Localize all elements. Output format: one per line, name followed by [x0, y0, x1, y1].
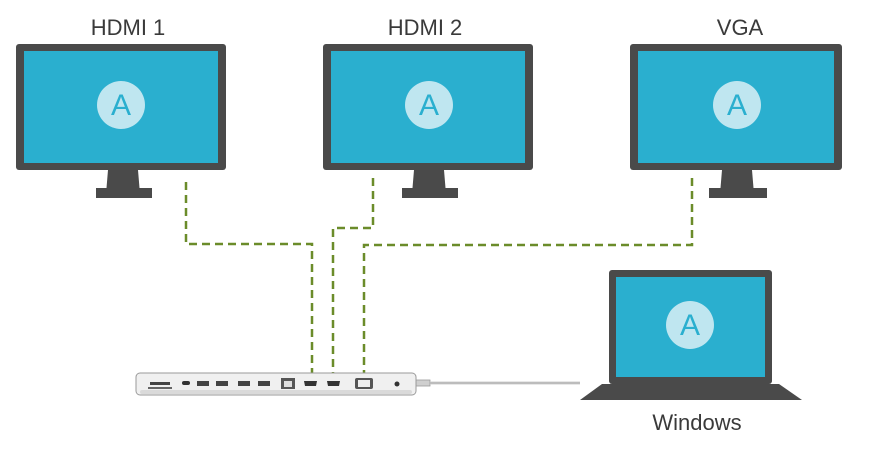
screen-badge-icon [405, 81, 453, 129]
usb-port-icon [197, 381, 209, 386]
monitor-hdmi2: A [323, 44, 533, 198]
badge-letter: A [419, 89, 439, 122]
monitor-label-hdmi1: HDMI 1 [90, 15, 166, 40]
cable-hdmi2 [331, 178, 375, 373]
card-slot-icon [150, 382, 170, 385]
monitor-vga: A [630, 44, 842, 198]
hdmi-port-icon [327, 381, 340, 386]
monitor-label-hdmi2: HDMI 2 [387, 15, 463, 40]
laptop-base [580, 384, 802, 400]
badge-letter: A [680, 309, 700, 342]
monitor-base [96, 188, 152, 198]
screen-badge-icon [97, 81, 145, 129]
hdmi-port-icon [304, 381, 317, 386]
monitor-base [709, 188, 767, 198]
screen-badge-icon [713, 81, 761, 129]
laptop-label-windows: Windows [652, 410, 742, 435]
monitor-label-vga: VGA [716, 15, 764, 40]
cables [184, 178, 694, 373]
screen-badge-icon [666, 301, 714, 349]
docking-station [135, 372, 417, 396]
usb-c-port-icon [182, 381, 190, 385]
cable-hdmi1 [184, 182, 314, 373]
laptop-windows: A [580, 270, 802, 400]
audio-port-icon [394, 381, 400, 387]
badge-letter: A [727, 89, 747, 122]
card-slot-icon [148, 387, 172, 389]
cable-vga [362, 178, 694, 373]
usb-port-icon [238, 381, 250, 386]
monitor-base [402, 188, 458, 198]
usb-port-icon [258, 381, 270, 386]
monitor-hdmi1: A [16, 44, 226, 198]
usb-c-cable [415, 379, 580, 387]
badge-letter: A [111, 89, 131, 122]
usb-port-icon [216, 381, 228, 386]
